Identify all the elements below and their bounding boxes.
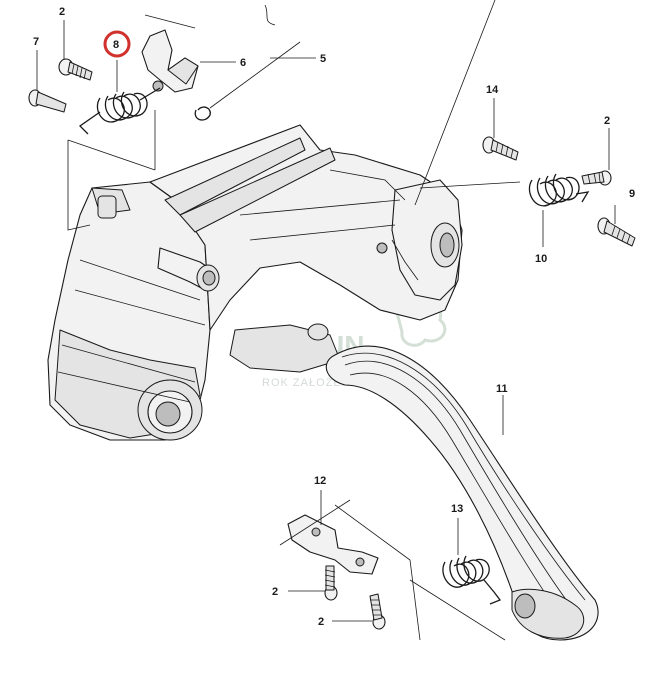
part-9-bolt <box>597 217 636 247</box>
callout-11: 11 <box>496 383 508 395</box>
part-7-pin <box>28 89 67 113</box>
part-12-bracket <box>287 514 379 575</box>
part-5-wire <box>194 41 301 121</box>
part-13-spring <box>442 555 502 605</box>
leader-lines <box>36 0 616 641</box>
callout-2-bottom-b: 2 <box>318 616 324 628</box>
callout-9: 9 <box>629 188 635 200</box>
callout-12: 12 <box>314 475 326 487</box>
part-8-spring <box>78 87 161 135</box>
callout-5: 5 <box>320 53 326 65</box>
part-2-screw-bottom-a <box>324 565 338 601</box>
callout-2-bottom-a: 2 <box>272 586 278 598</box>
part-2-screw-bottom-b <box>369 593 386 630</box>
callout-14: 14 <box>486 84 499 96</box>
callout-8: 8 <box>113 39 119 51</box>
callout-7: 7 <box>33 36 39 48</box>
highlight-circle <box>103 30 131 58</box>
part-2-screw-right <box>581 170 612 186</box>
part-14-screw <box>482 136 519 161</box>
callout-2-right: 2 <box>604 115 610 127</box>
handle-housing <box>47 124 463 441</box>
callout-2-top: 2 <box>59 6 65 18</box>
part-2-screw-top <box>58 58 93 81</box>
callout-13: 13 <box>451 503 463 515</box>
callout-6: 6 <box>240 57 246 69</box>
part-11-handle <box>325 345 599 641</box>
part-6-bracket <box>141 4 276 93</box>
part-10-spring <box>528 173 590 207</box>
callout-10: 10 <box>535 253 547 265</box>
callout-labels: 2 7 8 6 5 14 2 9 10 11 12 13 2 2 <box>33 6 635 628</box>
